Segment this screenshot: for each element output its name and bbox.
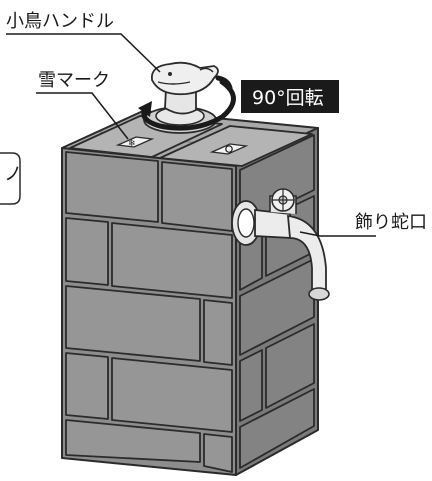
left-callout-text: ノ — [4, 164, 22, 185]
snow-mark-plate-left: ❄ — [115, 136, 155, 149]
snow-mark-label: 雪マーク — [38, 70, 110, 91]
snow-mark-leader — [36, 92, 129, 140]
snow-mark-plate-right — [209, 143, 249, 155]
callout-lines — [6, 33, 376, 237]
snowflake-icon: ❄ — [128, 139, 136, 149]
faucet-leader — [299, 231, 376, 237]
handle-leader — [6, 33, 161, 73]
rotation-label: 90°回転 — [252, 87, 324, 109]
handle-label: 小鳥ハンドル — [6, 11, 114, 32]
sun-icon — [225, 145, 233, 153]
bird-handle-icon[interactable] — [150, 61, 219, 115]
rotation-badge: 90°回転 — [241, 80, 339, 113]
front-bricks — [65, 151, 233, 473]
left-callout-box: ノ — [0, 152, 22, 205]
rotation-arrow-icon — [138, 75, 236, 131]
faucet-label: 飾り蛇口 — [355, 212, 427, 233]
